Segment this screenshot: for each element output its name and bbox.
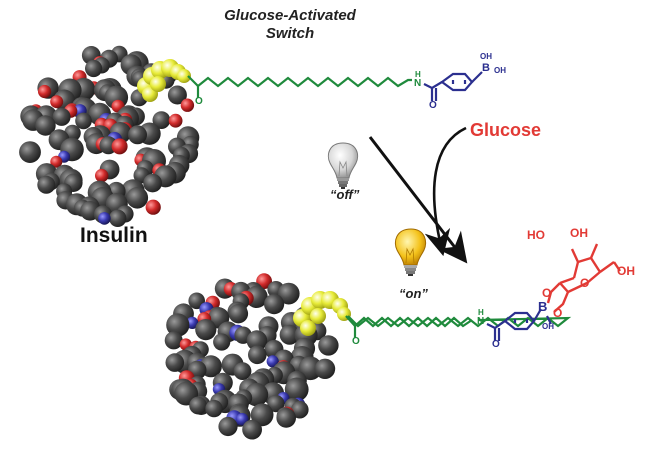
lipid-chain-bottom <box>293 291 351 336</box>
insulin-label: Insulin <box>80 224 148 247</box>
phenylboronic-top <box>423 71 483 101</box>
atom-oh-bottom: OH <box>542 322 554 331</box>
carbon-atom-sphere <box>166 313 190 337</box>
oxygen-atom-sphere <box>145 199 161 215</box>
carbon-atom-sphere <box>298 356 323 381</box>
nitrogen-atom-sphere <box>98 212 111 225</box>
carbon-atom-sphere <box>126 187 149 209</box>
atom-oh-1: OH <box>570 226 588 240</box>
carbon-atom-sphere <box>35 115 56 136</box>
atom-amide-h-top: H <box>415 70 421 79</box>
atom-oh-top-1: OH <box>480 52 492 61</box>
insulin-protein-top <box>19 45 200 227</box>
carbon-atom-sphere <box>218 416 238 437</box>
switch-title-line1: Glucose-Activated <box>224 7 356 24</box>
oxygen-atom-sphere <box>38 84 52 99</box>
on-state-label: “on” <box>399 286 428 301</box>
carbon-atom-sphere <box>143 173 163 193</box>
atom-amide-o-bottom: O <box>492 339 500 350</box>
carbon-atom-sphere <box>318 335 339 356</box>
carbon-atom-sphere <box>128 125 147 145</box>
carbon-atom-sphere <box>52 107 71 126</box>
off-state-label: “off” <box>330 187 360 202</box>
carbon-atom-sphere <box>19 141 41 164</box>
carbon-atom-sphere <box>276 408 297 428</box>
carbon-atom-sphere <box>279 324 300 345</box>
carbon-atom-sphere <box>264 294 285 315</box>
glucose-label: Glucose <box>470 120 542 140</box>
lipid-atom-sphere <box>300 320 316 336</box>
carbon-atom-sphere <box>195 319 217 341</box>
lipid-atom-sphere <box>177 69 191 83</box>
atom-amide-n-bottom: N <box>477 316 485 327</box>
carbon-atom-sphere <box>109 209 127 227</box>
phenylboronic-bottom <box>486 308 552 341</box>
carbon-atom-sphere <box>233 362 252 380</box>
oxygen-atom-sphere <box>95 168 109 183</box>
oxygen-atom-sphere <box>50 95 64 109</box>
oxygen-atom-sphere <box>50 155 63 168</box>
atom-ho-1: HO <box>527 228 545 242</box>
lipid-chain-top <box>137 59 191 102</box>
atom-carbonyl-o-top: O <box>195 96 203 107</box>
carbon-atom-sphere <box>189 396 208 415</box>
lightbulb-on-icon <box>394 228 427 276</box>
carbon-atom-sphere <box>164 331 183 350</box>
lipid-atom-sphere <box>150 76 166 92</box>
carbon-atom-sphere <box>167 85 187 105</box>
carbon-atom-sphere <box>314 358 336 379</box>
carbon-atom-sphere <box>284 377 309 402</box>
carbon-atom-sphere <box>152 111 171 129</box>
carbon-atom-sphere <box>246 330 268 351</box>
nitrogen-atom-sphere <box>266 355 279 368</box>
carbon-atom-sphere <box>213 333 231 351</box>
insulin-protein-bottom <box>164 273 339 440</box>
carbon-atom-sphere <box>291 400 309 419</box>
carbon-atom-sphere <box>228 304 249 324</box>
carbon-atom-sphere <box>242 419 262 440</box>
linker-chain-bottom <box>347 315 572 328</box>
atom-oh-2: OH <box>617 264 635 278</box>
atom-amide-n-top: N <box>414 78 422 89</box>
carbon-atom-sphere <box>267 395 285 413</box>
oxygen-atom-sphere <box>180 98 195 112</box>
atom-oh-top-2: OH <box>494 66 506 75</box>
atom-ester-o-1: O <box>542 286 552 300</box>
carbon-atom-sphere <box>165 353 185 372</box>
glucose-boronate-ester <box>546 243 621 313</box>
lipid-atom-sphere <box>310 308 326 324</box>
atom-ester-o-2: O <box>553 306 563 320</box>
oxygen-atom-sphere <box>168 113 183 128</box>
atom-boron-bottom: B <box>538 299 548 314</box>
lightbulb-off-icon <box>327 142 359 189</box>
carbon-atom-sphere <box>277 282 300 305</box>
carbon-atom-sphere <box>37 175 56 194</box>
carbon-atom-sphere <box>85 59 103 78</box>
switch-title-line2: Switch <box>265 25 315 42</box>
carbon-atom-sphere <box>205 399 223 418</box>
carbon-atom-sphere <box>250 403 274 427</box>
oxygen-atom-sphere <box>111 138 128 155</box>
linker-chain-top <box>187 75 412 98</box>
atom-amide-o-top: O <box>429 100 437 111</box>
glucose-binding-arrow <box>424 126 467 257</box>
carbon-atom-sphere <box>247 345 267 365</box>
carbon-atom-sphere <box>75 112 92 130</box>
linker-chain-bottom-main <box>345 315 473 338</box>
atom-boron-top: B <box>482 62 490 74</box>
switch-title: Glucose-Activated Switch <box>185 7 395 43</box>
atom-carbonyl-o-bottom: O <box>352 336 360 347</box>
atom-ring-o: O <box>580 276 590 290</box>
atom-amide-h-bottom: H <box>478 308 484 317</box>
